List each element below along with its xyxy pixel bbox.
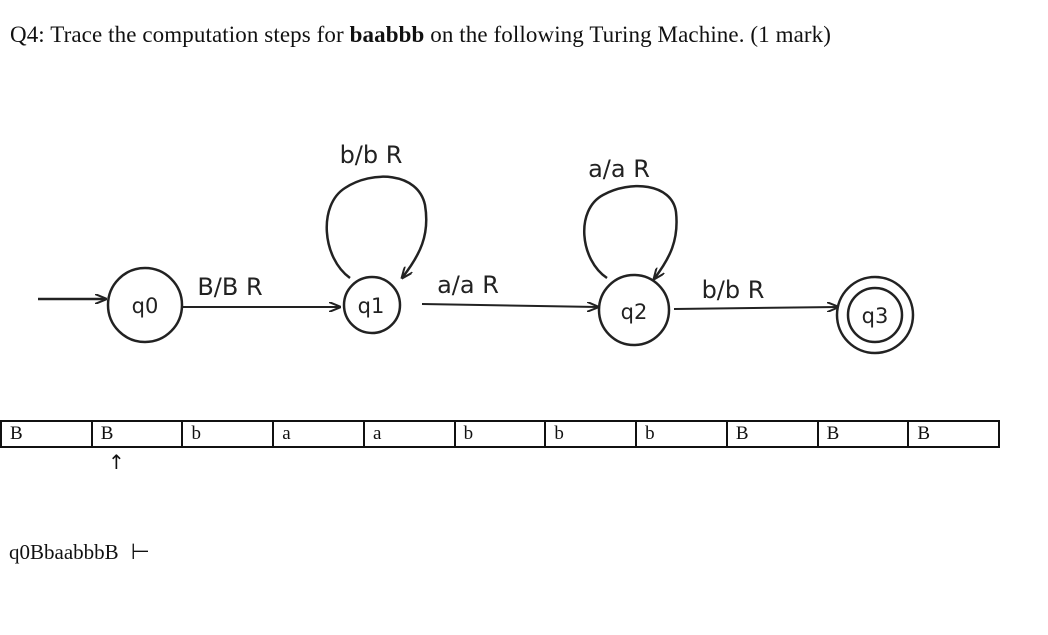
state-q1-label: q1 bbox=[358, 294, 385, 318]
question-text: Q4: Trace the computation steps for baab… bbox=[10, 22, 831, 48]
configuration-text: q0BbaabbbB bbox=[9, 540, 119, 564]
tape-cell: b bbox=[456, 422, 547, 446]
transition-q2-q3 bbox=[673, 307, 838, 309]
tape-cell: b bbox=[637, 422, 728, 446]
tape-cell: b bbox=[183, 422, 275, 446]
state-q0: q0 bbox=[106, 266, 184, 344]
state-q0-label: q0 bbox=[132, 294, 159, 318]
tape-cell: B bbox=[2, 422, 93, 446]
tape-cell: B bbox=[917, 423, 931, 444]
state-q2: q2 bbox=[597, 273, 671, 347]
transition-q2-loop bbox=[582, 184, 678, 279]
label-q1-q2: a/a R bbox=[437, 271, 499, 299]
state-q1: q1 bbox=[342, 275, 402, 335]
input-string: baabbb bbox=[349, 22, 425, 47]
turing-machine-diagram: q0 q1 q2 q3 B/B R b/b R a/a R a/a R b/b … bbox=[38, 141, 915, 355]
tape-head-arrow-icon: ↑ bbox=[108, 450, 125, 474]
state-q3: q3 bbox=[835, 275, 915, 355]
state-q2-label: q2 bbox=[621, 300, 648, 324]
tape: B B b a a b b b B B B bbox=[0, 420, 1000, 448]
label-q2-loop: a/a R bbox=[588, 155, 650, 183]
transition-q1-loop bbox=[325, 175, 428, 278]
label-q0-q1: B/B R bbox=[197, 273, 262, 301]
label-q1-loop: b/b R bbox=[340, 141, 403, 169]
state-q3-label: q3 bbox=[862, 304, 889, 328]
question-suffix: on the following Turing Machine. (1 mark… bbox=[424, 22, 832, 47]
tape-cell: a bbox=[365, 422, 456, 446]
configuration-trace: q0BbaabbbB ⊢ bbox=[9, 540, 150, 565]
tape-cell: B bbox=[819, 422, 910, 446]
turnstile-icon: ⊢ bbox=[130, 540, 150, 565]
tape-cell: b bbox=[546, 422, 638, 446]
tape-cell: a bbox=[274, 422, 365, 446]
question-prefix: Q4: Trace the computation steps for bbox=[10, 22, 350, 47]
label-q2-q3: b/b R bbox=[702, 276, 765, 304]
tape-cell: B bbox=[93, 422, 184, 446]
tape-cell: B bbox=[728, 422, 819, 446]
transition-q1-q2 bbox=[421, 304, 598, 307]
